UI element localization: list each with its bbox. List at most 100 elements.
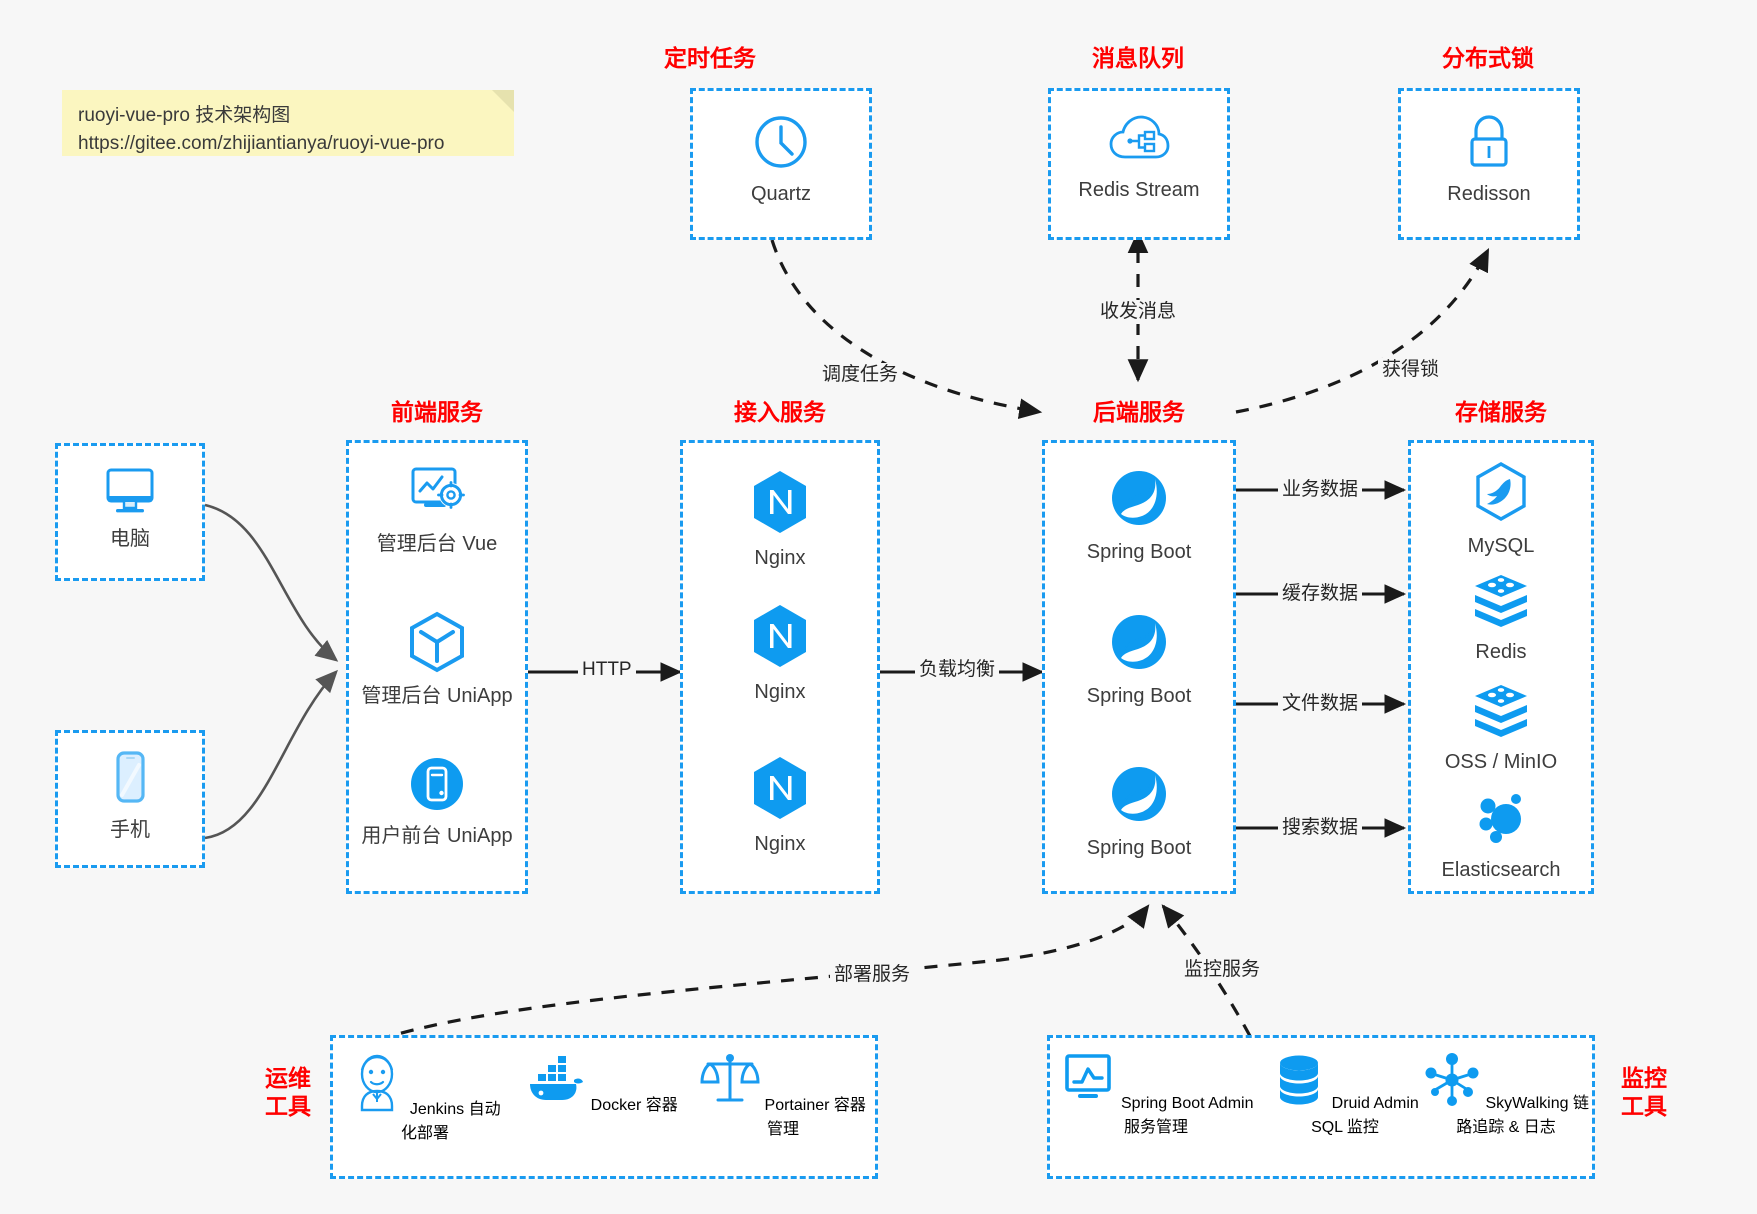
ops-title-line2: 工具 [265,1093,311,1119]
group-scheduled-task[interactable]: Quartz [690,88,872,240]
node-jenkins[interactable]: Jenkins 自动化部署 [345,1052,505,1143]
node-label: Jenkins [409,1101,465,1118]
group-client-computer[interactable]: 电脑 [55,443,205,581]
group-distributed-lock[interactable]: Redisson [1398,88,1580,240]
group-title-backend: 后端服务 [1093,399,1185,425]
node-label: Redis Stream [1078,179,1200,201]
group-storage[interactable]: MySQL Redis [1408,440,1594,894]
spring-leaf-icon [1045,611,1233,678]
group-message-queue[interactable]: Redis Stream [1048,88,1230,240]
hexagon-cube-icon [349,611,525,678]
group-title-monitor-tools: 监控 工具 [1604,1064,1684,1120]
node-phone[interactable]: 手机 [58,751,202,843]
monitor-title-line1: 监控 [1621,1065,1667,1091]
node-label: Nginx [754,547,806,569]
node-spring-boot-3[interactable]: Spring Boot [1045,763,1233,861]
node-label: Portainer [764,1097,830,1114]
node-label: Elasticsearch [1441,859,1561,881]
mysql-dolphin-icon [1411,461,1591,528]
connector-label-deploy-service: 部署服务 [830,963,915,987]
connector-label-schedule-task: 调度任务 [818,363,903,387]
node-label: Redis [1475,641,1527,663]
connector-label-search-data: 搜索数据 [1278,816,1363,840]
connector-label-send-receive-message: 收发消息 [1096,300,1181,324]
node-label: Spring Boot [1086,685,1192,707]
node-admin-vue[interactable]: 管理后台 Vue [349,465,525,557]
node-label: Redisson [1447,183,1531,205]
node-label: Druid Admin [1331,1095,1419,1112]
node-spring-boot-admin[interactable]: Spring Boot Admin 服务管理 [1056,1052,1256,1137]
group-backend[interactable]: Spring Boot Spring Boot Spring Boot [1042,440,1236,894]
connector-label-http: HTTP [578,658,636,682]
node-label: Nginx [754,833,806,855]
node-label: MySQL [1467,535,1535,557]
database-cylinder-icon [1271,1055,1331,1112]
group-gateway[interactable]: Nginx Nginx Nginx [680,440,880,894]
node-label: OSS / MinIO [1444,751,1558,773]
node-spring-boot-1[interactable]: Spring Boot [1045,467,1233,565]
node-redis-stream[interactable]: Redis Stream [1051,113,1227,203]
node-label: Quartz [750,183,812,205]
node-sublabel: 容器管理 [766,1097,866,1138]
group-ops-tools[interactable]: Jenkins 自动化部署 Docker 容器 [330,1035,878,1179]
node-mysql[interactable]: MySQL [1411,461,1591,559]
mobile-phone-icon [58,751,202,812]
spring-leaf-icon [1045,467,1233,534]
node-sublabel: 自动化部署 [400,1101,501,1142]
note-title: ruoyi-vue-pro 技术架构图 [78,105,291,126]
elasticsearch-icon [1411,791,1591,852]
node-elasticsearch[interactable]: Elasticsearch [1411,791,1591,883]
node-portainer[interactable]: Portainer 容器管理 [699,1052,867,1139]
nginx-icon [683,469,877,540]
node-sublabel: 容器 [645,1097,678,1114]
node-user-uniapp[interactable]: 用户前台 UniApp [349,755,525,849]
dashboard-gear-icon [349,465,525,526]
node-skywalking[interactable]: SkyWalking 链路追踪 & 日志 [1420,1052,1592,1137]
sticky-note: ruoyi-vue-pro 技术架构图 https://gitee.com/zh… [62,90,514,156]
node-sublabel: 服务管理 [1123,1119,1188,1136]
node-spring-boot-2[interactable]: Spring Boot [1045,611,1233,709]
node-label: Docker [590,1097,642,1114]
node-docker[interactable]: Docker 容器 [521,1052,681,1115]
node-nginx-3[interactable]: Nginx [683,755,877,857]
group-title-storage: 存储服务 [1455,399,1547,425]
group-client-phone[interactable]: 手机 [55,730,205,868]
monitor-chart-icon [1059,1054,1121,1112]
nginx-icon [683,603,877,674]
node-label: Spring Boot [1086,541,1192,563]
connector-label-acquire-lock: 获得锁 [1378,358,1444,382]
desktop-monitor-icon [58,466,202,521]
group-frontend[interactable]: 管理后台 Vue 管理后台 UniApp 用户前台 UniApp [346,440,528,894]
stacked-cubes-icon [1411,681,1591,744]
connector-label-load-balance: 负载均衡 [915,658,1000,682]
node-oss-minio[interactable]: OSS / MinIO [1411,681,1591,775]
node-label: SkyWalking [1485,1095,1569,1112]
connector-label-monitor-service: 监控服务 [1180,958,1265,982]
node-redisson[interactable]: Redisson [1401,113,1577,207]
group-monitor-tools[interactable]: Spring Boot Admin 服务管理 Druid Admin SQL 监… [1047,1035,1595,1179]
spring-leaf-icon [1045,763,1233,830]
node-label: Spring Boot [1086,837,1192,859]
node-label: Spring Boot Admin [1120,1095,1254,1112]
node-computer[interactable]: 电脑 [58,466,202,552]
cloud-network-icon [1051,113,1227,172]
node-label: 手机 [110,819,150,841]
node-quartz[interactable]: Quartz [693,113,869,207]
node-nginx-1[interactable]: Nginx [683,469,877,571]
nginx-icon [683,755,877,826]
jenkins-butler-icon [349,1054,409,1118]
group-title-gateway: 接入服务 [734,399,826,425]
group-title-scheduled-task: 定时任务 [664,45,756,71]
group-title-ops-tools: 运维 工具 [248,1064,328,1120]
connector-label-file-data: 文件数据 [1278,692,1363,716]
node-sublabel: SQL 监控 [1311,1119,1379,1136]
node-admin-uniapp[interactable]: 管理后台 UniApp [349,611,525,709]
node-sublabel: 链路追踪 & 日志 [1456,1095,1589,1136]
connector-label-business-data: 业务数据 [1278,478,1363,502]
node-druid-admin[interactable]: Druid Admin SQL 监控 [1265,1052,1425,1137]
node-redis[interactable]: Redis [1411,571,1591,665]
node-label: Nginx [754,681,806,703]
node-nginx-2[interactable]: Nginx [683,603,877,705]
node-label: 用户前台 UniApp [361,825,513,847]
